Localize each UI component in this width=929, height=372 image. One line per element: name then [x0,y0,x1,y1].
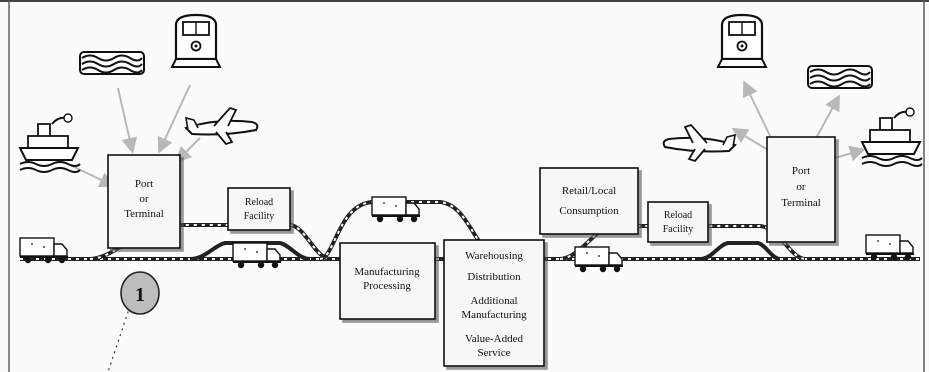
retail-label-2: Consumption [559,205,619,217]
warehousing-label-4: Manufacturing [461,309,527,321]
airplane-icon [664,125,735,161]
barge-icon [80,52,144,74]
warehousing-label-6: Service [478,347,511,359]
reload-right-label-2: Facility [663,224,694,235]
reload-left-label-2: Facility [244,211,275,222]
marker-leader-line [108,300,132,372]
train-icon [172,15,220,67]
manufacturing-label-2: Processing [363,280,411,292]
marker-number: 1 [135,284,145,306]
retail-box: Retail/Local Consumption [540,168,638,234]
right-rail-hump [700,243,780,259]
truck-icon [233,243,281,268]
airplane-icon [186,108,257,144]
manufacturing-box: Manufacturing Processing [340,243,435,319]
port-left-label-1: Port [135,178,153,190]
port-right-label-1: Port [792,165,810,177]
reload-right-label-1: Reload [664,210,692,221]
port-left-label-3: Terminal [124,208,164,220]
reload-left-label-1: Reload [245,197,273,208]
numbered-marker: 1 [121,272,159,314]
retail-label-1: Retail/Local [562,185,616,197]
manufacturing-label-1: Manufacturing [354,266,420,278]
warehousing-label-5: Value-Added [465,333,524,345]
transfer-arrows [70,84,862,185]
barge-icon [808,66,872,88]
truck-icon [866,235,914,260]
reload-left-box: Reload Facility [228,188,290,230]
port-right-label-3: Terminal [781,197,821,209]
port-right-box: Port or Terminal [767,137,835,242]
warehousing-label-1: Warehousing [465,250,523,262]
reload-right-box: Reload Facility [648,202,708,242]
warehousing-box: Warehousing Distribution Additional Manu… [444,240,544,366]
port-right-label-2: or [796,181,806,193]
warehousing-label-2: Distribution [467,271,521,283]
truck-icon [575,247,623,272]
ship-icon [20,114,80,172]
warehousing-label-3: Additional [470,295,517,307]
ship-icon [862,108,922,166]
port-left-box: Port or Terminal [108,155,180,248]
port-left-label-2: or [139,193,149,205]
train-icon [718,15,766,67]
